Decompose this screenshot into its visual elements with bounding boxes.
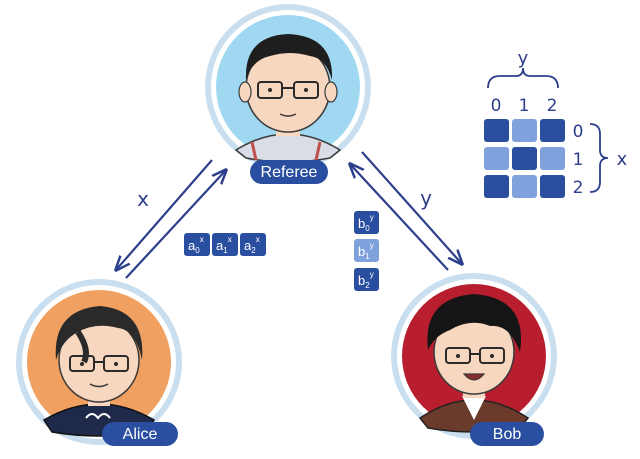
answer-chip: a0x bbox=[184, 233, 210, 256]
grid-cells bbox=[484, 119, 565, 198]
grid-col-axis-label: y bbox=[518, 48, 529, 69]
chip-label: b0y bbox=[358, 213, 374, 233]
answer-chip: b1y bbox=[354, 239, 379, 262]
chip-label: b2y bbox=[358, 270, 374, 290]
chip-bg bbox=[354, 268, 379, 291]
bob-nameplate bbox=[470, 422, 544, 446]
question-y-label: y bbox=[420, 186, 432, 210]
referee-avatar-icon bbox=[234, 34, 342, 163]
alice-nameplate bbox=[102, 422, 178, 446]
grid-cell bbox=[540, 147, 565, 170]
bob-answer-chips: b0y b1y b2y bbox=[354, 211, 379, 291]
bob-node: Bob bbox=[391, 273, 557, 446]
grid-row-label-0: 0 bbox=[573, 122, 584, 142]
arrow-alice-to-referee bbox=[125, 170, 226, 279]
chip-bg bbox=[354, 239, 379, 262]
answer-chip: a1x bbox=[212, 233, 238, 256]
grid-cell bbox=[540, 119, 565, 142]
chip-bg bbox=[212, 233, 238, 256]
grid-cell bbox=[512, 175, 537, 198]
chip-bg bbox=[354, 211, 379, 234]
answer-chip: b2y bbox=[354, 268, 379, 291]
alice-name: Alice bbox=[123, 426, 158, 443]
grid-col-label-1: 1 bbox=[519, 96, 530, 116]
correlation-grid: y 0 1 2 0 1 2 x bbox=[484, 48, 628, 198]
alice-answer-chips: a0x a1x a2x bbox=[184, 233, 266, 256]
answer-chip: a2x bbox=[240, 233, 266, 256]
grid-row-axis-label: x bbox=[617, 149, 628, 170]
arrow-bob-to-referee bbox=[350, 164, 449, 271]
grid-cell bbox=[512, 147, 537, 170]
question-x-label: x bbox=[137, 187, 149, 211]
grid-col-brace bbox=[487, 67, 559, 89]
grid-cell bbox=[512, 119, 537, 142]
grid-col-label-0: 0 bbox=[491, 96, 502, 116]
grid-cell bbox=[484, 147, 509, 170]
grid-row-label-2: 2 bbox=[573, 178, 584, 198]
grid-col-label-2: 2 bbox=[547, 96, 558, 116]
chip-bg bbox=[184, 233, 210, 256]
referee-nameplate bbox=[250, 160, 328, 184]
referee-node: Referee bbox=[205, 4, 371, 184]
bob-name: Bob bbox=[493, 426, 522, 443]
arrow-referee-to-bob bbox=[361, 151, 462, 264]
grid-row-label-1: 1 bbox=[573, 150, 584, 170]
answer-chip: b0y bbox=[354, 211, 379, 234]
chip-label: a0x bbox=[188, 235, 204, 255]
grid-row-brace bbox=[589, 123, 609, 193]
chip-label: b1y bbox=[358, 241, 374, 261]
referee-name: Referee bbox=[261, 164, 318, 181]
arrows bbox=[116, 151, 462, 279]
chip-bg bbox=[240, 233, 266, 256]
chip-label: a2x bbox=[244, 235, 260, 255]
bob-avatar-icon bbox=[418, 294, 530, 433]
chip-label: a1x bbox=[216, 235, 232, 255]
grid-cell bbox=[484, 119, 509, 142]
grid-cell bbox=[484, 175, 509, 198]
grid-cell bbox=[540, 175, 565, 198]
alice-node: Alice bbox=[16, 279, 182, 446]
arrow-referee-to-alice bbox=[116, 159, 213, 270]
